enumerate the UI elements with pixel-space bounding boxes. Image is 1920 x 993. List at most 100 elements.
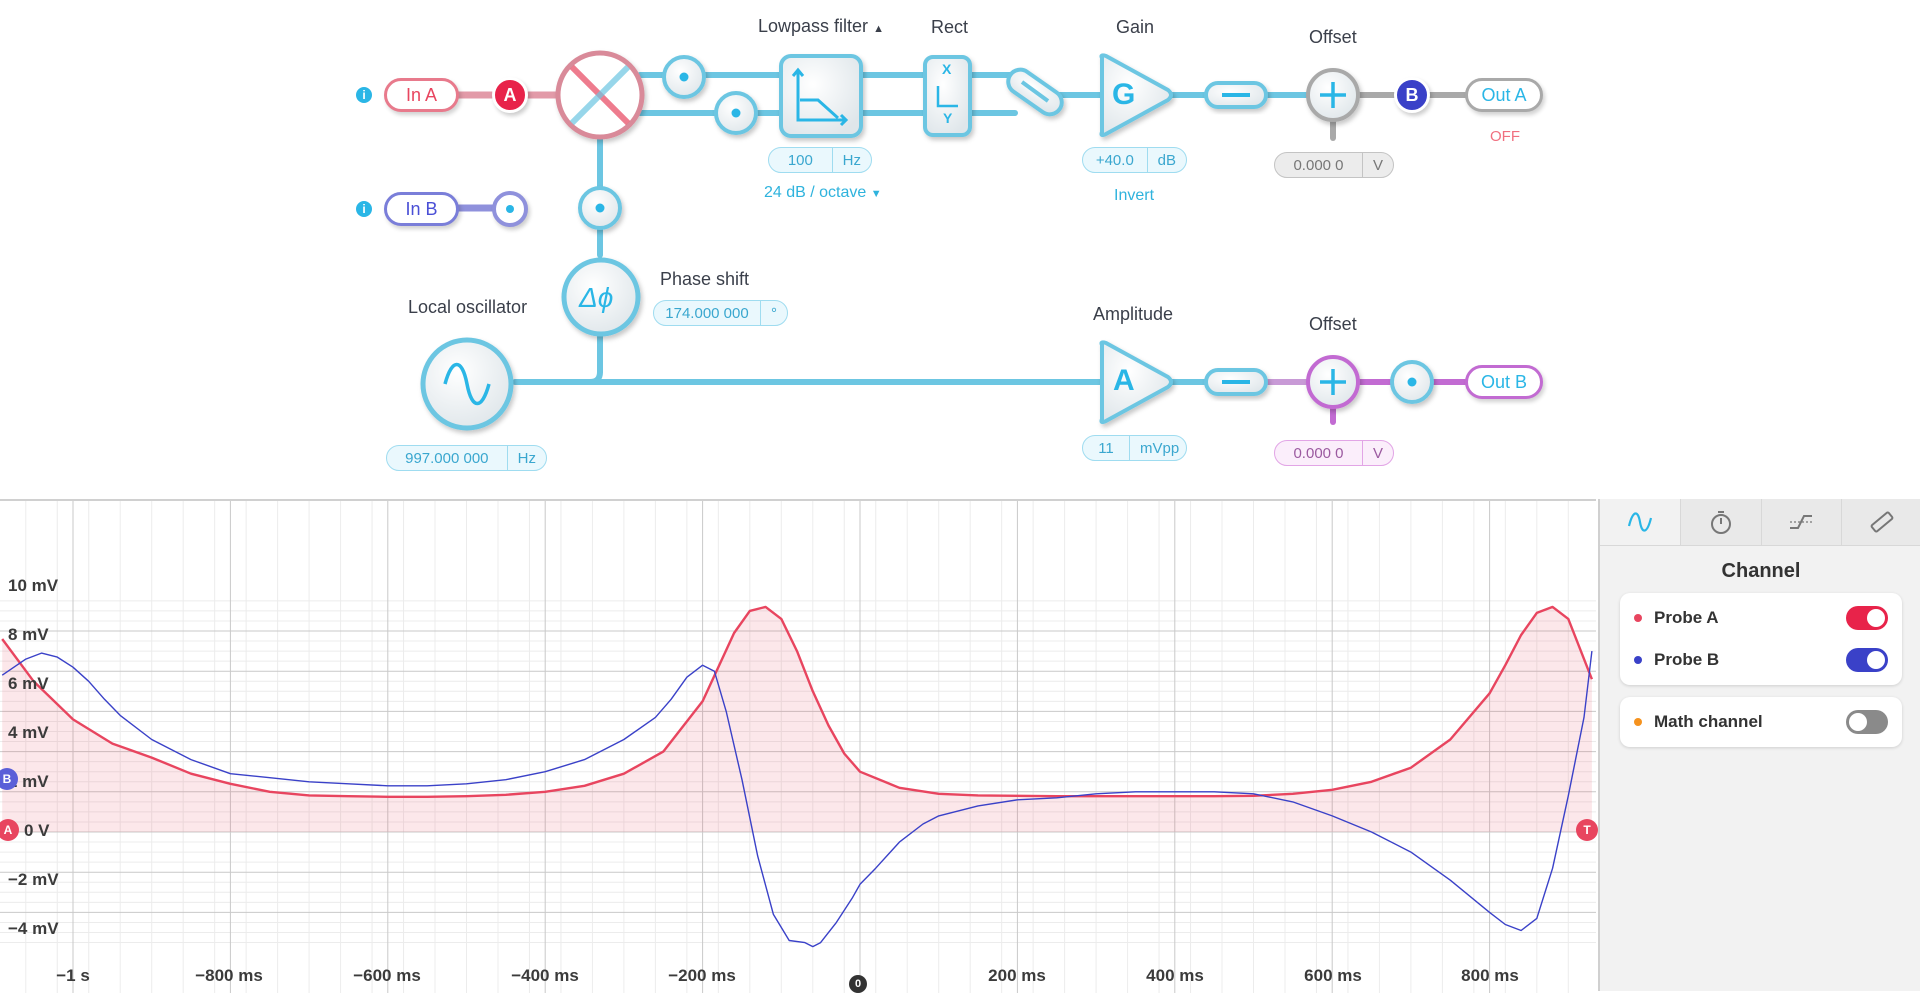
probe-b-badge[interactable]: B: [1394, 77, 1430, 113]
local-oscillator-frequency-field[interactable]: 997.000 000 Hz: [386, 445, 547, 471]
probe-b-label: Probe B: [1654, 650, 1720, 669]
amplitude-symbol: A: [1113, 364, 1135, 397]
probe-a-toggle[interactable]: [1846, 606, 1888, 630]
offset-a-unit: V: [1361, 153, 1393, 177]
offset-b-adder[interactable]: [1306, 355, 1360, 409]
probe-b-row: Probe B: [1620, 639, 1902, 681]
phase-shift-value: 174.000 000: [665, 304, 749, 322]
offset-b-unit: V: [1361, 441, 1393, 465]
oscilloscope-plot[interactable]: 10 mV 8 mV 6 mV 4 mV 2 mV 0 V −2 mV −4 m…: [0, 499, 1598, 993]
amplitude-value: 11: [1098, 439, 1114, 457]
junction-nodes[interactable]: [578, 55, 1434, 404]
in-b-node[interactable]: [492, 191, 528, 227]
y-tick-label: 2 mV: [8, 772, 49, 791]
lowpass-frequency-value: 100: [787, 151, 813, 169]
y-tick-label: 6 mV: [8, 674, 49, 693]
out-a-status: OFF: [1490, 128, 1520, 145]
probe-a-row: Probe A: [1620, 597, 1902, 639]
in-b-node-dot: [506, 205, 514, 213]
x-tick-label: −800 ms: [195, 966, 263, 985]
probe-b-offset-marker[interactable]: B: [0, 768, 18, 790]
x-tick-label: 600 ms: [1304, 966, 1362, 985]
probe-a-color-dot: [1634, 614, 1642, 622]
amplitude-title: Amplitude: [1093, 304, 1174, 324]
phase-shift-symbol: Δϕ: [579, 282, 614, 313]
local-oscillator-node[interactable]: [420, 337, 514, 431]
phase-shift-field[interactable]: 174.000 000 °: [653, 300, 788, 326]
in-b-button[interactable]: In B: [384, 192, 459, 226]
x-tick-label: −1 s: [56, 966, 90, 985]
series-fill: [2, 606, 1592, 832]
invert-a-node[interactable]: [1204, 81, 1268, 109]
probe-b-color-dot: [1634, 656, 1642, 664]
probe-a-trace: [1, 605, 1594, 798]
tab-trigger[interactable]: [1761, 499, 1843, 545]
offset-a-field[interactable]: 0.000 0 V: [1274, 152, 1394, 178]
trigger-level-marker[interactable]: T: [1576, 819, 1598, 841]
y-tick-label: −2 mV: [8, 870, 59, 889]
lowpass-filter-title[interactable]: Lowpass filter ▲: [758, 16, 884, 37]
lowpass-frequency-field[interactable]: 100 Hz: [768, 147, 872, 173]
offset-b-field[interactable]: 0.000 0 V: [1274, 440, 1394, 466]
tab-measure[interactable]: [1842, 499, 1920, 545]
rect-block[interactable]: [923, 55, 972, 137]
toggle-knob: [1849, 713, 1867, 731]
gain-block[interactable]: [1099, 53, 1173, 138]
sine-wave-icon: [1627, 512, 1652, 532]
mixer-node[interactable]: [555, 50, 645, 140]
gain-symbol: G: [1112, 78, 1136, 111]
invert-b-node[interactable]: [1204, 368, 1268, 396]
x-tick-label: −200 ms: [668, 966, 736, 985]
local-oscillator-frequency-unit: Hz: [506, 446, 546, 470]
y-tick-label: 8 mV: [8, 625, 49, 644]
lowpass-slope-dropdown[interactable]: 24 dB / octave ▼: [764, 184, 882, 202]
offset-a-adder[interactable]: [1306, 68, 1360, 122]
gain-title: Gain: [1116, 17, 1155, 37]
phase-shift-node[interactable]: [561, 257, 641, 337]
y-tick-label: 4 mV: [8, 723, 49, 742]
block-diagram: i In A A i In B Lowpass filter ▲ 100 Hz …: [356, 16, 1543, 471]
amplitude-block[interactable]: [1099, 340, 1173, 425]
tab-timebase[interactable]: [1680, 499, 1762, 545]
probe-a-label: Probe A: [1654, 608, 1719, 627]
in-a-info-icon[interactable]: i: [356, 87, 372, 103]
tab-channel[interactable]: [1600, 499, 1681, 545]
gain-field[interactable]: +40.0 dB: [1082, 147, 1187, 173]
offset-b-value: 0.000 0: [1293, 444, 1344, 462]
in-b-info-icon[interactable]: i: [356, 201, 372, 217]
out-a-button[interactable]: Out A: [1465, 78, 1543, 112]
lowpass-filter-block[interactable]: [779, 54, 863, 138]
gain-unit: dB: [1146, 148, 1186, 172]
toggle-knob: [1867, 651, 1885, 669]
probe-b-toggle[interactable]: [1846, 648, 1888, 672]
x-tick-label: −400 ms: [511, 966, 579, 985]
probe-a-offset-marker[interactable]: A: [0, 819, 19, 841]
channel-panel-title: Channel: [1721, 560, 1801, 582]
gain-value: +40.0: [1095, 151, 1134, 169]
invert-toggle[interactable]: Invert: [1114, 187, 1155, 204]
y-tick-label: 0 V: [24, 821, 50, 840]
math-color-dot: [1634, 718, 1642, 726]
plot-canvas[interactable]: [0, 501, 1596, 993]
offset-a-value: 0.000 0: [1293, 156, 1344, 174]
offset-a-title: Offset: [1309, 27, 1357, 47]
stopwatch-icon: [1710, 511, 1731, 534]
lowpass-slope-value: 24 dB / octave: [764, 184, 867, 201]
x-tick-label: 400 ms: [1146, 966, 1204, 985]
pass-through-node[interactable]: [1004, 65, 1067, 119]
trigger-time-marker[interactable]: 0: [849, 975, 867, 993]
in-a-button[interactable]: In A: [384, 78, 459, 112]
side-tabs: [1600, 499, 1920, 546]
probe-a-badge[interactable]: A: [492, 77, 528, 113]
rect-x-label: X: [942, 61, 952, 77]
out-b-button[interactable]: Out B: [1465, 365, 1543, 399]
amplitude-unit: mVpp: [1129, 436, 1186, 460]
rect-y-label: Y: [943, 110, 953, 126]
math-channel-toggle[interactable]: [1846, 710, 1888, 734]
math-card: Math channel: [1620, 697, 1902, 747]
phase-shift-unit: °: [760, 301, 787, 325]
caret-up-icon: ▲: [873, 23, 884, 35]
signal-wires: [420, 50, 1468, 431]
side-panel: Channel Probe A Probe B Math channel: [1598, 499, 1920, 991]
amplitude-field[interactable]: 11 mVpp: [1082, 435, 1187, 461]
